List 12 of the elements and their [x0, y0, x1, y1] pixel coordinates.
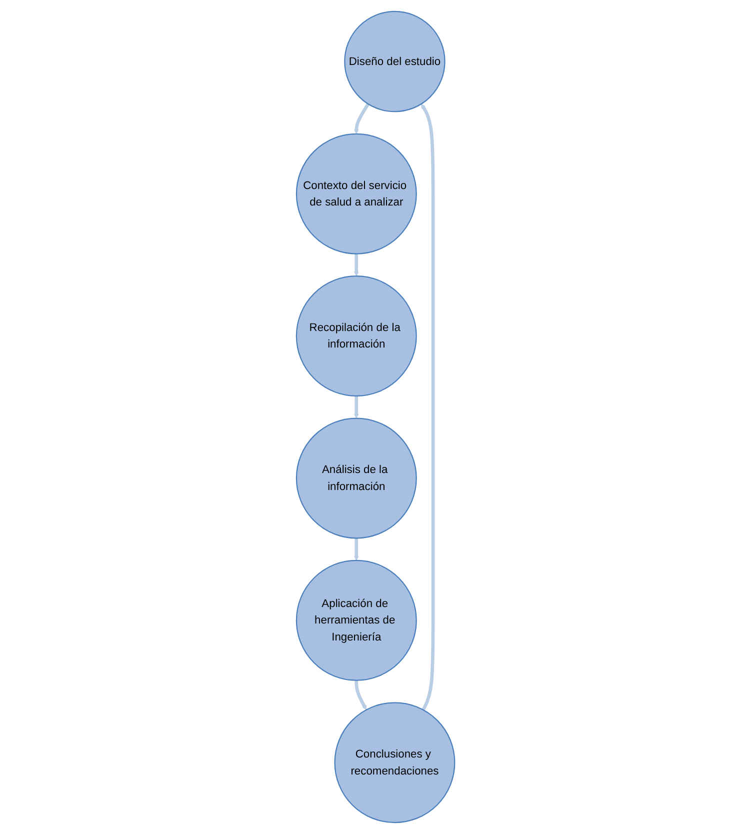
arrow [354, 103, 370, 134]
node-circle: Aplicación de herramientas de Ingeniería [296, 560, 418, 681]
arrow [354, 254, 360, 276]
node-circle: Recopilación de la información [296, 276, 418, 397]
arrow [421, 104, 436, 711]
node-circle: Diseño del estudio [344, 10, 446, 112]
arrow [354, 538, 360, 561]
arrow [355, 680, 368, 710]
node-circle: Conclusiones y recomendaciones [334, 702, 456, 824]
node-circle: Análisis de la información [296, 418, 418, 539]
arrow [354, 396, 360, 418]
node-circle: Contexto del servicio de salud a analizar [296, 133, 418, 254]
